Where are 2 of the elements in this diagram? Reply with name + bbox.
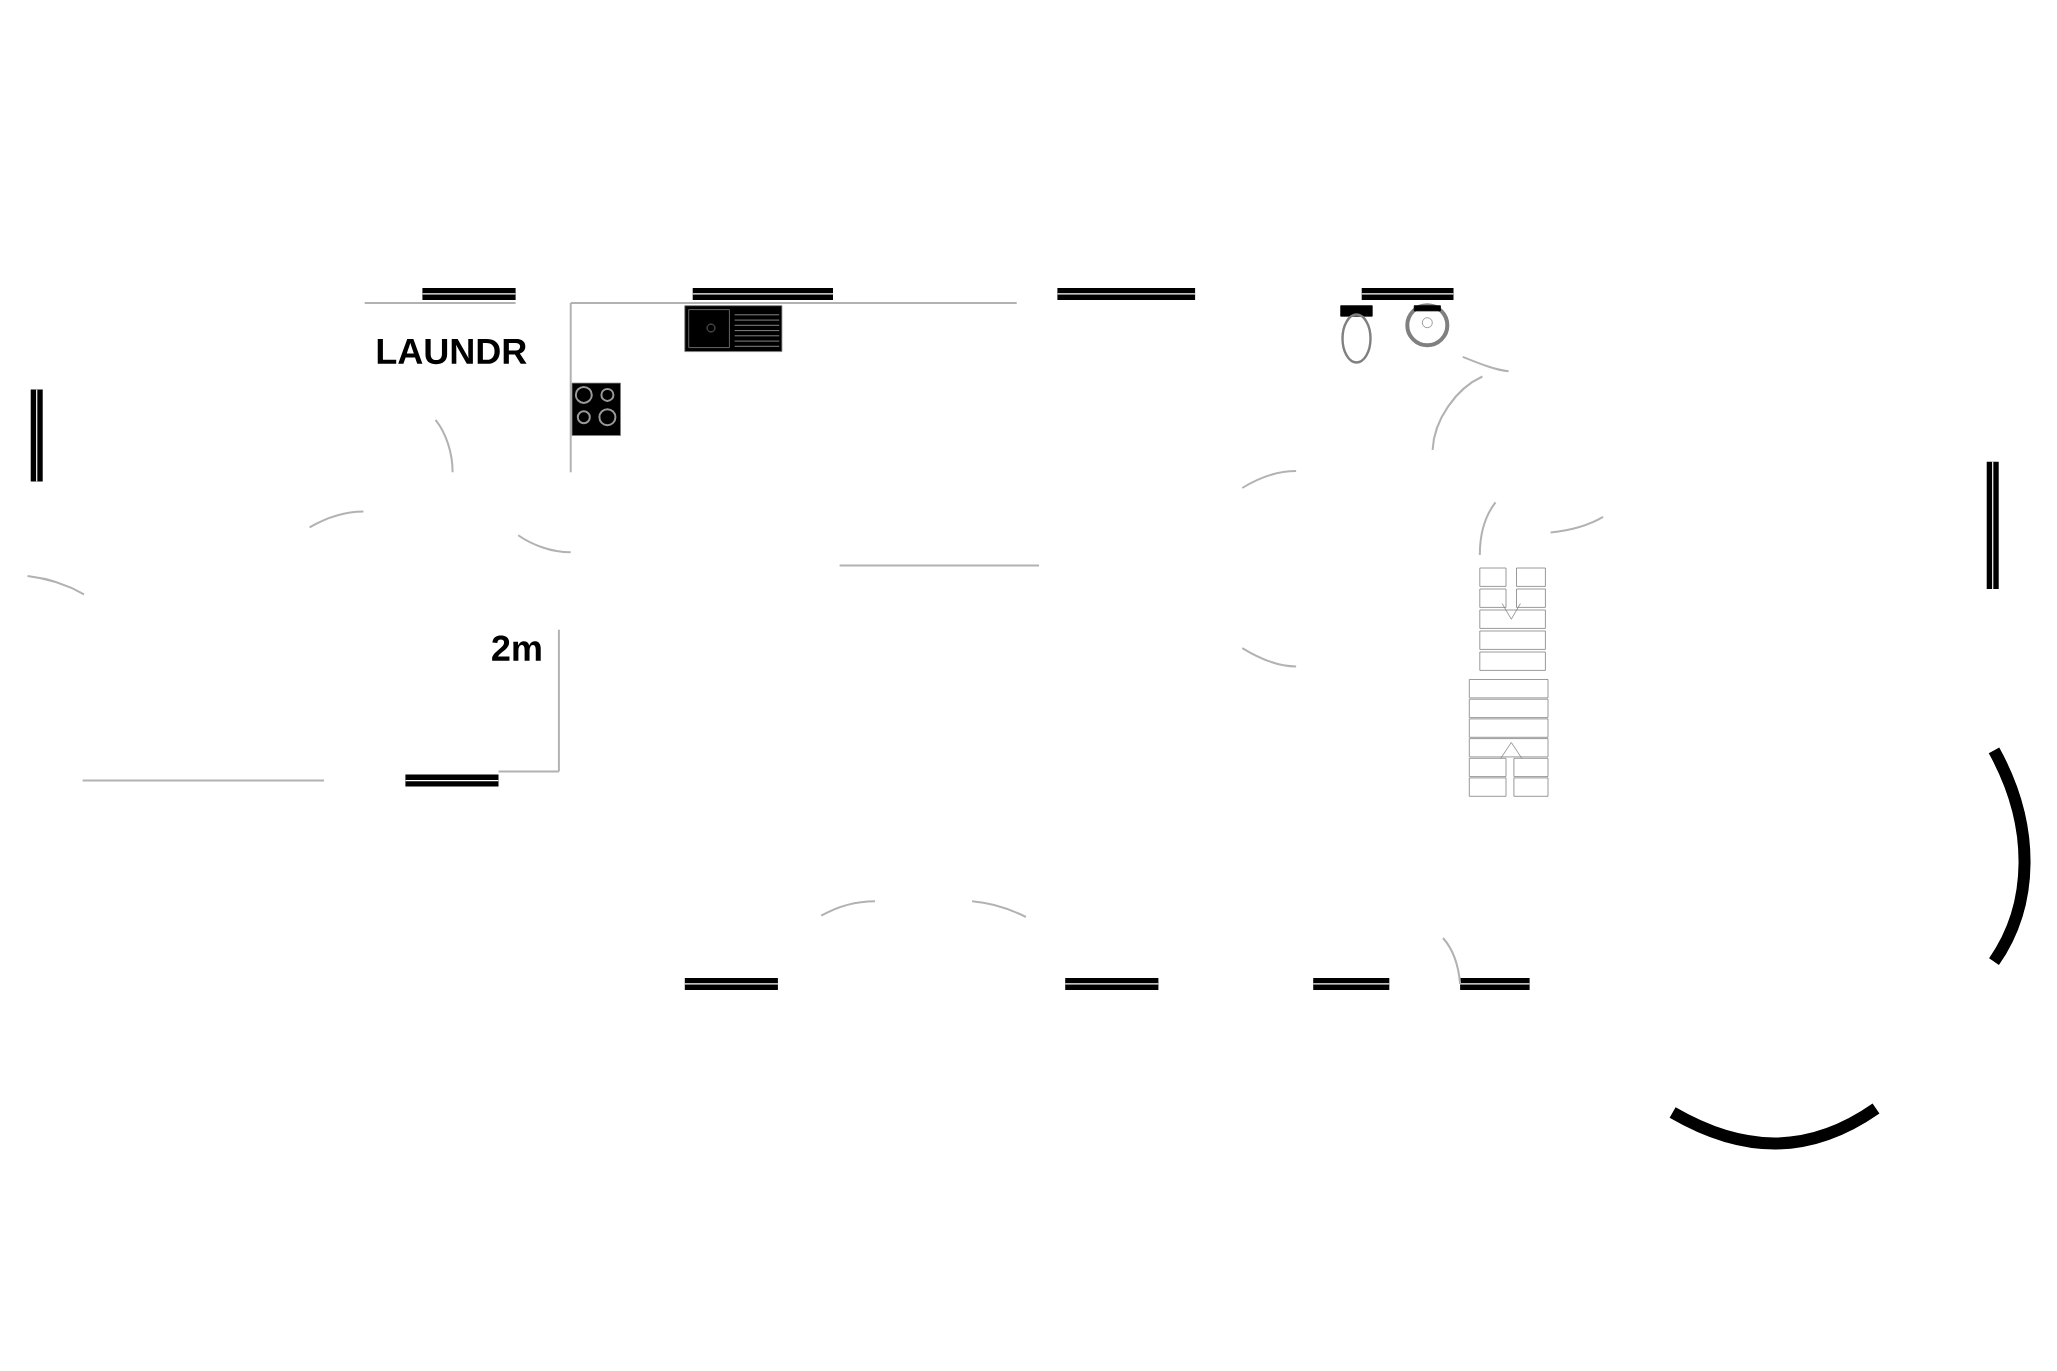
room-label: LAUNDR [377,339,527,365]
room-label: 2m [492,635,541,661]
